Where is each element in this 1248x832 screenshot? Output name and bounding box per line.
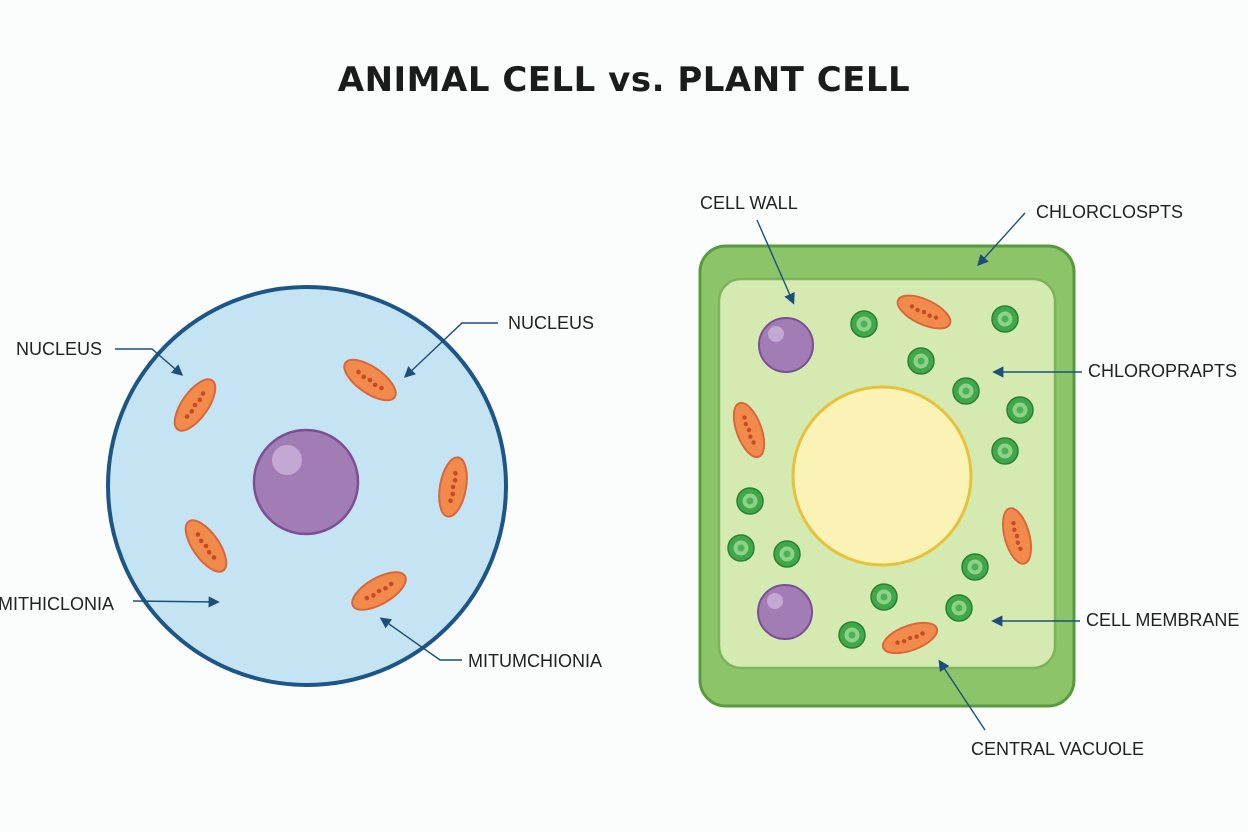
chloroplast bbox=[991, 305, 1019, 333]
leader-line-mitochondria-left bbox=[132, 596, 220, 608]
chloroplast bbox=[850, 310, 878, 338]
label-mitochondria-left: MITHICLONIA bbox=[0, 594, 115, 614]
plant-nucleus bbox=[758, 317, 814, 373]
chloroplast bbox=[1006, 396, 1034, 424]
plant-nucleus bbox=[757, 584, 813, 640]
label-nucleus-right: NUCLEUS bbox=[508, 313, 595, 333]
chloroplast bbox=[838, 621, 866, 649]
leader-line-nucleus-right bbox=[403, 322, 498, 378]
chloroplast bbox=[773, 540, 801, 568]
animal-cell bbox=[106, 285, 508, 687]
chloroplast bbox=[727, 534, 755, 562]
chloroplast bbox=[952, 377, 980, 405]
leader-line-chloroplasts-top bbox=[977, 212, 1026, 267]
chloroplast bbox=[991, 437, 1019, 465]
chloroplast bbox=[870, 583, 898, 611]
chloroplast bbox=[736, 487, 764, 515]
label-mitochondria-right: MITUMCHIONIA bbox=[468, 651, 602, 671]
leader-line-mitochondria-right bbox=[379, 617, 462, 661]
animal-nucleus bbox=[252, 428, 360, 536]
label-central-vacuole: CENTRAL VACUOLE bbox=[971, 739, 1145, 759]
plant-central-vacuole bbox=[791, 385, 973, 567]
chloroplast bbox=[907, 347, 935, 375]
leader-line-nucleus-left bbox=[115, 348, 184, 376]
leader-line-central-vacuole bbox=[938, 659, 986, 731]
label-nucleus-left: NUCLEUS bbox=[16, 339, 103, 359]
diagram-title: ANIMAL CELL vs. PLANT CELL bbox=[337, 60, 911, 100]
label-cell-membrane: CELL MEMBRANE bbox=[1086, 610, 1240, 630]
leader-lines bbox=[115, 212, 1082, 731]
chloroplast bbox=[945, 594, 973, 622]
chloroplast bbox=[961, 553, 989, 581]
label-chloroplasts-top: CHLORCLOSPTS bbox=[1036, 202, 1184, 222]
label-chloroplasts-right: CHLOROPRAPTS bbox=[1088, 361, 1238, 381]
label-cell-wall: CELL WALL bbox=[700, 193, 798, 213]
leader-line-cell-wall bbox=[756, 219, 795, 305]
plant-cell bbox=[698, 244, 1076, 708]
